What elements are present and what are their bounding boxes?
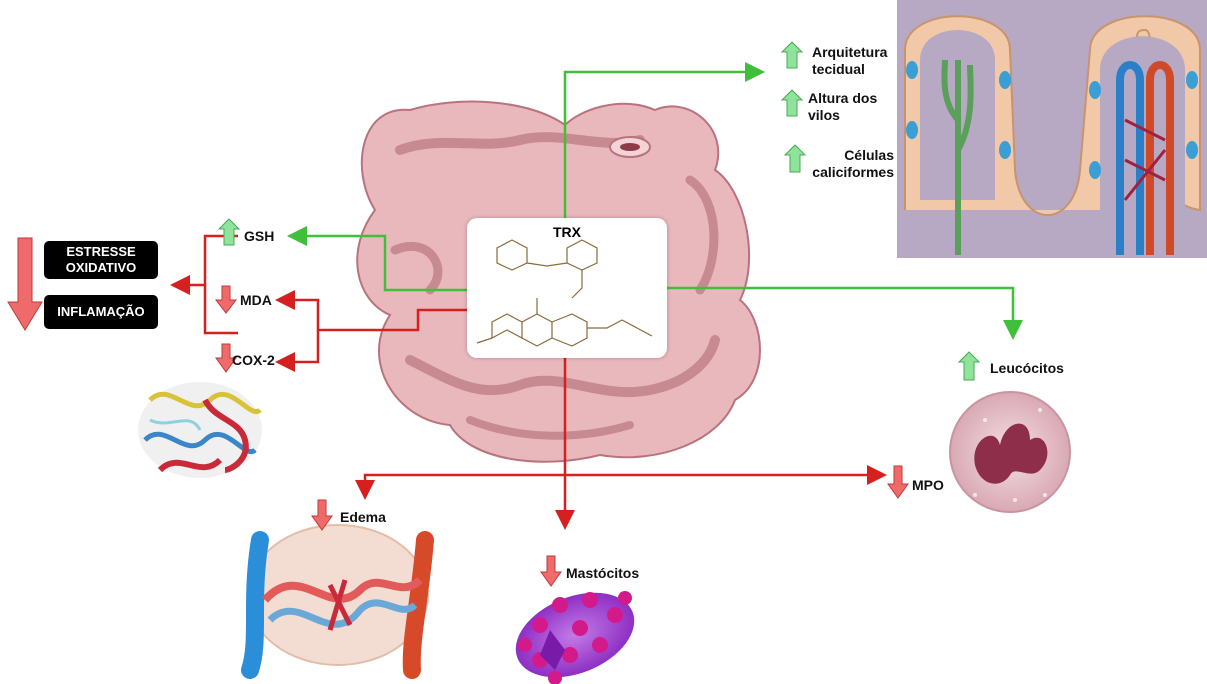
oxidative-stress-label: ESTRESSE OXIDATIVO	[66, 244, 137, 275]
inflammation-label: INFLAMAÇÃO	[57, 304, 144, 319]
up-arrow-icon	[782, 90, 802, 116]
goblet-cells-label: Células caliciformes	[804, 147, 894, 181]
mast-cells-label: Mastócitos	[566, 565, 639, 582]
down-arrow-icon	[216, 286, 236, 313]
up-arrow-icon	[959, 352, 979, 380]
trx-structure-card: TRX	[467, 218, 667, 358]
trx-molecule-structure	[467, 218, 667, 358]
oxidative-stress-box: ESTRESSE OXIDATIVO	[44, 241, 158, 279]
tissue-architecture-label: Arquitetura tecidual	[812, 44, 902, 78]
mpo-label: MPO	[912, 477, 944, 494]
down-arrow-icon	[888, 466, 908, 498]
up-arrow-icon	[782, 42, 802, 68]
edema-label: Edema	[340, 509, 386, 526]
up-arrow-icon	[219, 219, 239, 245]
cox2-label: COX-2	[232, 352, 275, 369]
leukocyte-illustration	[950, 392, 1070, 512]
down-arrow-icon	[541, 556, 561, 586]
mast-cell-illustration	[503, 577, 646, 684]
villus-height-label: Altura dos vilos	[808, 90, 888, 124]
edema-illustration	[248, 525, 428, 670]
leukocytes-label: Leucócitos	[990, 360, 1064, 377]
villi-illustration	[897, 0, 1207, 258]
down-arrow-icon	[8, 238, 42, 330]
gsh-label: GSH	[244, 228, 274, 245]
up-arrow-icon	[785, 145, 805, 172]
cox2-protein-illustration	[138, 382, 262, 478]
mda-label: MDA	[240, 292, 272, 309]
inflammation-box: INFLAMAÇÃO	[44, 295, 158, 329]
